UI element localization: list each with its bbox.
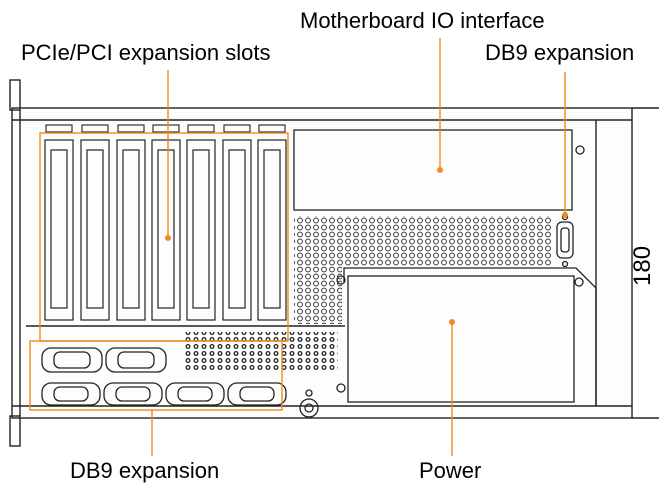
callout-overlays <box>29 38 566 456</box>
motherboard-io-window[interactable] <box>293 129 585 211</box>
slot-bracket-tops <box>45 124 286 133</box>
pcie-slot-6[interactable] <box>222 139 252 321</box>
pcie-slot-7[interactable] <box>257 139 287 321</box>
db9-port-6[interactable] <box>227 382 287 406</box>
db9-port-3[interactable] <box>41 382 101 406</box>
pcie-slot-1[interactable] <box>44 139 74 321</box>
db9-bottom-label: DB9 expansion <box>70 458 220 483</box>
height-dimension-label: 180 <box>629 245 656 286</box>
lower-vent-area <box>184 332 338 372</box>
io-vent-area <box>294 216 552 266</box>
ground-screw-icon <box>299 389 319 418</box>
left-vent-area <box>294 266 342 324</box>
pcie-slot-2[interactable] <box>80 139 110 321</box>
db9-bottom-callout-box <box>29 340 283 411</box>
db9-port-2[interactable] <box>105 347 167 373</box>
pcie-slot-4[interactable] <box>151 139 181 321</box>
power-label: Power <box>419 458 482 483</box>
pcie-slot-3[interactable] <box>116 139 146 321</box>
db9-connector-vertical[interactable] <box>556 213 574 268</box>
callout-dots <box>165 167 568 325</box>
pcie-slots-label: PCIe/PCI expansion slots <box>21 40 271 65</box>
power-supply-bay[interactable] <box>336 267 597 406</box>
db9-top-label: DB9 expansion <box>485 40 635 65</box>
db9-connector-row-top <box>41 347 167 373</box>
db9-port-1[interactable] <box>41 347 103 373</box>
pcie-slot-5[interactable] <box>186 139 216 321</box>
db9-connector-row-bottom <box>41 382 287 406</box>
pcie-slot-group <box>44 139 287 321</box>
motherboard-io-label: Motherboard IO interface <box>300 8 545 33</box>
db9-port-5[interactable] <box>165 382 225 406</box>
db9-port-4[interactable] <box>103 382 163 406</box>
